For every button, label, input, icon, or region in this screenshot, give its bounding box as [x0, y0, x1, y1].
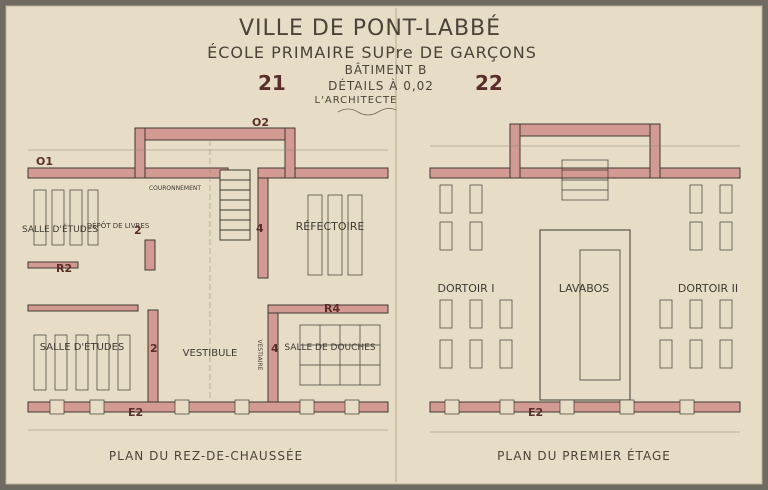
sheet-number-right: 22	[475, 71, 503, 95]
sheet-number-left: 21	[258, 71, 286, 95]
mark-o1: O1	[36, 155, 53, 168]
wall-top-left	[27, 167, 229, 179]
mark-r2: R2	[56, 262, 72, 275]
beds-dortoir-1	[439, 184, 513, 369]
study-desks-bottom	[33, 334, 131, 391]
first-floor-labels: DORTOIR I LAVABOS DORTOIR II E2 PLAN DU …	[438, 282, 739, 463]
beds-dortoir-2	[659, 184, 733, 369]
refectory-tables	[307, 194, 363, 276]
room-vestiaire: VESTIAIRE	[256, 340, 263, 371]
lavabos-trough	[579, 249, 621, 381]
title-building: BÂTIMENT B	[345, 62, 428, 77]
wall-wing-l	[509, 123, 521, 179]
study-desks-top	[33, 189, 99, 246]
wall-partition-mid	[27, 304, 139, 312]
room-couronnement: COURONNEMENT	[149, 185, 201, 192]
room-dortoir-1: DORTOIR I	[438, 282, 495, 295]
ground-floor-plan	[27, 127, 389, 431]
wall-top-wing-right	[509, 123, 661, 137]
architect-signature	[337, 108, 397, 116]
facade-windows-ground	[49, 399, 360, 415]
shower-stalls	[299, 324, 381, 386]
wall-bottom	[27, 401, 389, 413]
wall-wing-left	[134, 127, 146, 179]
title-architect: L'ARCHITECTE	[315, 95, 398, 106]
title-block: VILLE DE PONT-LABBÉ ÉCOLE PRIMAIRE SUPre…	[207, 15, 537, 116]
caption-ground-floor: PLAN DU REZ-DE-CHAUSSÉE	[109, 448, 303, 463]
mark-4a: 4	[256, 222, 264, 235]
wall-interior-1	[257, 177, 269, 279]
title-school: ÉCOLE PRIMAIRE SUPre DE GARÇONS	[207, 43, 537, 62]
mark-e2: E2	[128, 406, 143, 419]
wall-interior-3	[147, 309, 159, 403]
room-salle-etudes-top: SALLE D'ÉTUDES	[22, 223, 98, 235]
room-vestibule: VESTIBULE	[183, 348, 238, 359]
room-refectoire: RÉFECTOIRE	[296, 220, 365, 233]
mark-2b: 2	[150, 342, 158, 355]
wall-wing-right	[284, 127, 296, 179]
room-salle-etudes-bottom: SALLE D'ÉTUDES	[40, 340, 125, 353]
staircase	[219, 169, 251, 241]
room-depot-livres: DÉPÔT DE LIVRES	[87, 221, 150, 230]
wall-top-long	[429, 167, 741, 179]
caption-first-floor: PLAN DU PREMIER ÉTAGE	[497, 448, 671, 463]
mark-r4: R4	[324, 302, 340, 315]
staircase-upper	[561, 159, 609, 201]
wall-bottom-long	[429, 401, 741, 413]
wall-interior-2	[144, 239, 156, 271]
mark-e2-right: E2	[528, 406, 543, 419]
first-floor-plan	[429, 123, 741, 433]
title-town: VILLE DE PONT-LABBÉ	[239, 15, 501, 41]
wall-partition-r2	[27, 261, 79, 269]
wall-partition-r4	[267, 304, 389, 314]
mark-4b: 4	[271, 342, 279, 355]
title-scale: DÉTAILS À 0,02	[328, 78, 434, 93]
mark-o2: O2	[252, 116, 269, 129]
facade-windows-upper	[444, 399, 695, 415]
wall-top-wing	[134, 127, 296, 141]
ground-floor-labels: SALLE D'ÉTUDES DÉPÔT DE LIVRES COURONNEM…	[22, 116, 376, 463]
room-dortoir-2: DORTOIR II	[678, 282, 738, 295]
lavabos-block	[539, 229, 631, 401]
room-lavabos: LAVABOS	[559, 282, 610, 295]
wall-wing-r	[649, 123, 661, 179]
room-salle-douches: SALLE DE DOUCHES	[284, 343, 375, 353]
wall-top-right	[257, 167, 389, 179]
mark-2a: 2	[134, 224, 142, 237]
